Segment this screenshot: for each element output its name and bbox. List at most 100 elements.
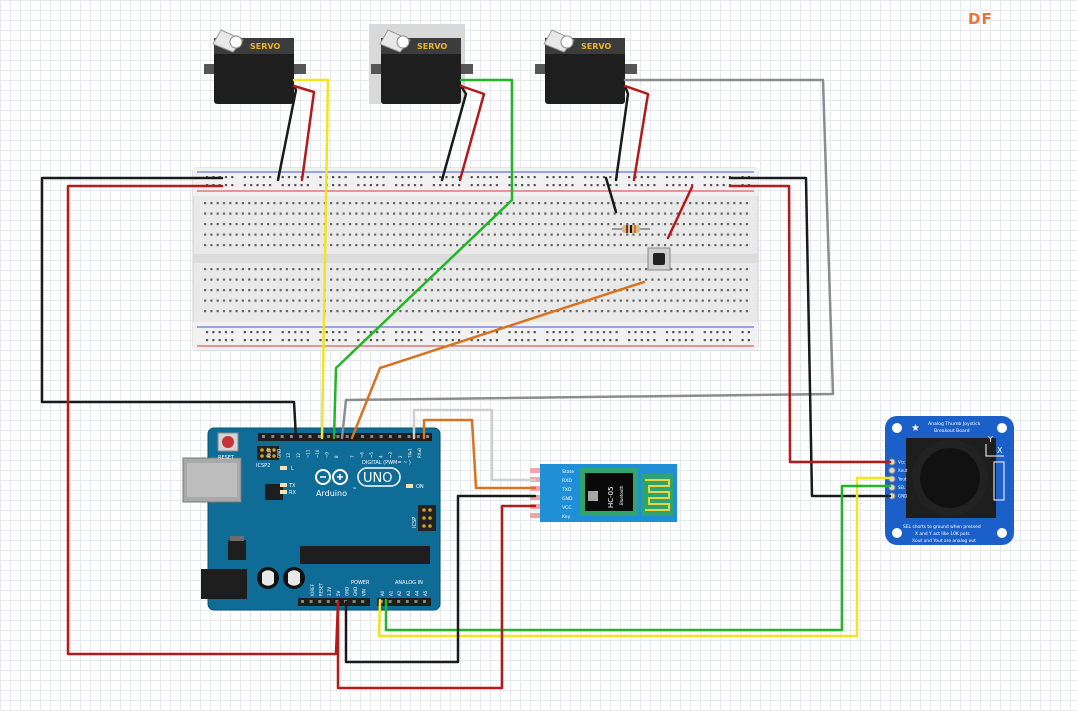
header-pin[interactable] xyxy=(352,600,356,603)
header-pin[interactable] xyxy=(407,435,411,438)
header-pin[interactable] xyxy=(280,435,284,438)
header-pin[interactable] xyxy=(370,435,374,438)
breadboard-hole xyxy=(229,289,232,292)
breadboard-hole xyxy=(525,212,528,215)
header-pin[interactable] xyxy=(380,600,383,603)
breadboard-hole xyxy=(336,233,339,236)
header-pin[interactable] xyxy=(414,600,418,603)
breadboard-hole xyxy=(458,331,461,334)
breadboard-hole xyxy=(306,331,309,334)
breadboard-hole xyxy=(470,339,473,342)
header-pin[interactable] xyxy=(289,435,293,438)
breadboard-hole xyxy=(544,268,547,271)
breadboard-hole xyxy=(437,244,440,247)
breadboard-hole xyxy=(317,278,320,281)
header-pin[interactable] xyxy=(405,600,409,603)
breadboard-hole xyxy=(273,244,276,247)
breadboard-hole xyxy=(330,212,333,215)
breadboard-hole xyxy=(432,331,435,334)
header-pin[interactable] xyxy=(326,600,330,603)
header-pin[interactable] xyxy=(301,600,304,603)
digital-pin-holes xyxy=(262,435,430,438)
header-pin[interactable] xyxy=(262,435,265,438)
breadboard-hole xyxy=(468,233,471,236)
breadboard-hole xyxy=(720,299,723,302)
breadboard-hole xyxy=(745,212,748,215)
breadboard-hole xyxy=(556,268,559,271)
breadboard-hole xyxy=(279,212,282,215)
bottom-pin-holes xyxy=(301,600,426,603)
header-pin[interactable] xyxy=(416,435,420,438)
breadboard-hole xyxy=(651,310,654,313)
breadboard-hole xyxy=(487,212,490,215)
breadboard-hole xyxy=(269,339,272,342)
header-pin[interactable] xyxy=(327,435,331,438)
breadboard-hole xyxy=(393,289,396,292)
header-pin[interactable] xyxy=(361,600,365,603)
breadboard-hole xyxy=(493,202,496,205)
breadboard-hole xyxy=(369,339,372,342)
breadboard-hole xyxy=(689,244,692,247)
breadboard-hole xyxy=(487,278,490,281)
breadboard-hole xyxy=(602,184,606,187)
breadboard-hole xyxy=(708,212,711,215)
header-pin[interactable] xyxy=(309,600,313,603)
header-pin[interactable] xyxy=(388,435,392,438)
breadboard-hole xyxy=(701,268,704,271)
breadboard-hole xyxy=(250,339,253,342)
header-pin[interactable] xyxy=(345,435,349,438)
breadboard-hole xyxy=(487,289,490,292)
header-pin[interactable] xyxy=(397,600,401,603)
header-pin[interactable] xyxy=(318,600,322,603)
header-pin[interactable] xyxy=(388,600,392,603)
breadboard-hole xyxy=(395,331,398,334)
breadboard-hole xyxy=(311,289,314,292)
breadboard-hole xyxy=(531,202,534,205)
breadboard-hole xyxy=(745,278,748,281)
breadboard-hole xyxy=(716,331,719,334)
breadboard-hole xyxy=(294,339,297,342)
breadboard-hole xyxy=(594,289,597,292)
power-pin-label: IOREF xyxy=(310,583,315,596)
breadboard-hole xyxy=(273,278,276,281)
breadboard-hole xyxy=(506,223,509,226)
breadboard-hole xyxy=(714,223,717,226)
header-pin[interactable] xyxy=(317,435,321,438)
header-pin[interactable] xyxy=(423,600,426,603)
breadboard-hole xyxy=(468,202,471,205)
header-pin[interactable] xyxy=(308,435,312,438)
breadboard-hole xyxy=(235,233,238,236)
breadboard-hole xyxy=(456,223,459,226)
analog-pin-label: A5 xyxy=(423,590,428,596)
breadboard-hole xyxy=(474,299,478,302)
header-pin[interactable] xyxy=(426,435,430,438)
breadboard-hole xyxy=(720,223,723,226)
breadboard-hole xyxy=(531,233,534,236)
pushbutton[interactable] xyxy=(647,247,671,271)
breadboard-hole xyxy=(260,223,263,226)
header-pin[interactable] xyxy=(299,435,303,438)
header-pin[interactable] xyxy=(271,435,275,438)
header-pin[interactable] xyxy=(379,435,383,438)
header-pin[interactable] xyxy=(361,435,364,438)
breadboard-hole xyxy=(728,331,732,334)
breadboard-hole xyxy=(609,331,612,334)
joystick-pin[interactable] xyxy=(888,467,896,474)
breadboard-hole xyxy=(689,223,692,226)
header-pin[interactable] xyxy=(336,435,340,438)
breadboard-hole xyxy=(224,176,228,179)
breadboard-hole xyxy=(594,223,597,226)
header-pin[interactable] xyxy=(398,435,402,438)
breadboard-hole xyxy=(287,339,291,342)
breadboard-hole xyxy=(260,244,263,247)
breadboard-hole xyxy=(456,233,459,236)
breadboard-hole xyxy=(443,278,446,281)
servo-3-label: SERVO xyxy=(581,42,611,51)
breadboard-hole xyxy=(588,223,591,226)
breadboard-hole xyxy=(424,310,427,313)
breadboard-hole xyxy=(357,331,360,334)
breadboard-hole xyxy=(443,310,446,313)
breadboard-hole xyxy=(550,268,553,271)
breadboard-hole xyxy=(374,244,377,247)
breadboard-hole xyxy=(512,268,515,271)
